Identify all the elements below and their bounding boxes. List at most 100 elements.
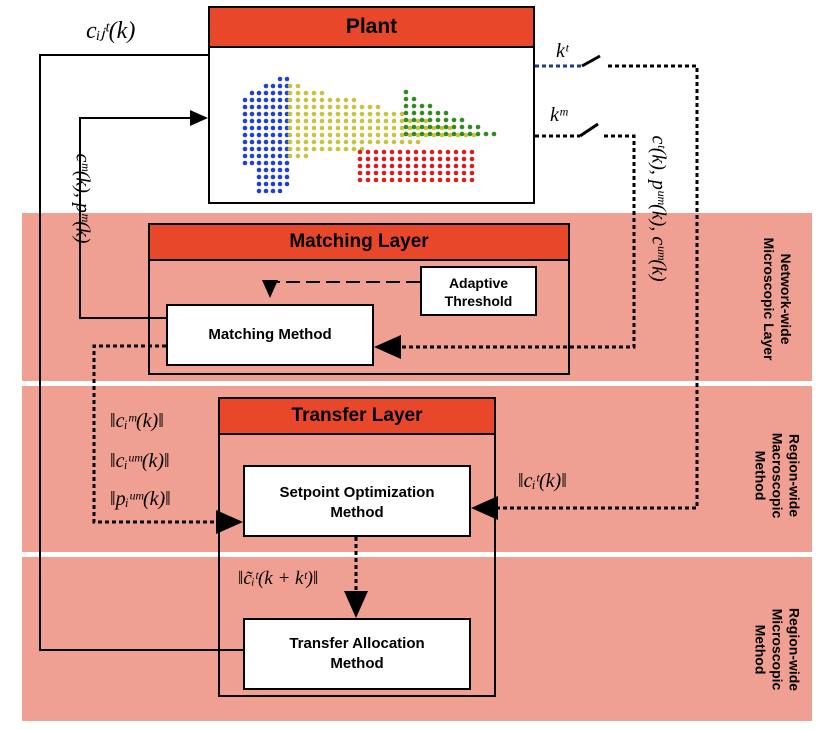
map-dot-red [421, 156, 427, 162]
map-dot-blue [256, 174, 262, 180]
map-dot-blue [263, 174, 269, 180]
map-dot-yellow [383, 125, 389, 131]
matching-method-box: Matching Method [166, 304, 374, 366]
map-dot-red [469, 156, 475, 162]
map-dot-red [365, 163, 371, 169]
map-dot-yellow [327, 125, 333, 131]
map-dot-yellow [375, 132, 381, 138]
map-dot-blue [277, 174, 283, 180]
map-dot-yellow [399, 118, 405, 124]
map-dot-blue [263, 181, 269, 187]
map-dot-yellow [319, 90, 325, 96]
map-dot-red [397, 177, 403, 183]
map-dot-red [445, 149, 451, 155]
map-dot-yellow [367, 132, 373, 138]
map-dot-yellow [287, 90, 293, 96]
map-dot-yellow [439, 125, 445, 131]
setpoint-label-2: Method [330, 504, 384, 521]
map-dot-red [429, 156, 435, 162]
line-km-to-matching [374, 134, 636, 359]
label-k-t: kᵗ [556, 40, 569, 62]
map-dot-blue [242, 153, 248, 159]
label-norm-c-t: ‖cᵢᵗ(k)‖ [518, 470, 567, 492]
map-dot-red [437, 170, 443, 176]
adaptive-threshold-label-1: Adaptive [448, 275, 509, 291]
map-dot-yellow [351, 125, 357, 131]
map-dot-blue [263, 125, 269, 131]
map-dot-yellow [287, 139, 293, 145]
label-norm-c-m: ‖cᵢᵐ(k)‖ [110, 410, 164, 432]
map-dot-yellow [423, 118, 429, 124]
label-norm-c-um: ‖cᵢᵘᵐ(k)‖ [110, 450, 170, 472]
map-dot-blue [256, 160, 262, 166]
map-dot-red [373, 170, 379, 176]
map-dot-blue [270, 167, 276, 173]
map-dot-yellow [303, 146, 309, 152]
map-dot-yellow [287, 153, 293, 159]
map-dot-red [365, 177, 371, 183]
map-dot-red [429, 149, 435, 155]
map-dot-red [381, 177, 387, 183]
map-dot-red [453, 170, 459, 176]
map-dot-blue [263, 167, 269, 173]
map-dot-yellow [399, 132, 405, 138]
map-dot-red [405, 156, 411, 162]
map-dot-red [357, 163, 363, 169]
map-dot-yellow [287, 111, 293, 117]
map-dot-red [437, 163, 443, 169]
map-dot-yellow [343, 125, 349, 131]
map-dot-blue [270, 146, 276, 152]
map-dot-green [411, 103, 417, 109]
map-dot-blue [256, 146, 262, 152]
map-dot-blue [242, 139, 248, 145]
map-dot-yellow [295, 139, 301, 145]
map-dot-yellow [383, 132, 389, 138]
map-dot-blue [242, 125, 248, 131]
map-dot-green [411, 124, 417, 130]
map-dot-green [451, 117, 457, 123]
map-dot-yellow [303, 139, 309, 145]
transfer-layer-container: Transfer Layer [218, 397, 496, 697]
map-dot-yellow [311, 90, 317, 96]
map-dot-yellow [287, 146, 293, 152]
map-dot-yellow [311, 139, 317, 145]
map-dot-yellow [407, 118, 413, 124]
map-dot-blue [284, 174, 290, 180]
map-dot-yellow [335, 111, 341, 117]
map-dot-yellow [295, 118, 301, 124]
map-dot-yellow [447, 132, 453, 138]
map-dot-yellow [359, 111, 365, 117]
map-dot-red [397, 156, 403, 162]
map-dot-green [411, 117, 417, 123]
map-dot-green [419, 131, 425, 137]
map-dot-blue [277, 188, 283, 194]
setpoint-optimization-box: Setpoint Optimization Method [243, 465, 471, 537]
map-dot-red [421, 163, 427, 169]
map-dot-yellow [311, 104, 317, 110]
map-dot-yellow [311, 132, 317, 138]
map-dot-red [389, 149, 395, 155]
map-dot-yellow [343, 104, 349, 110]
map-dot-yellow [367, 125, 373, 131]
map-dot-blue [256, 132, 262, 138]
map-dot-red [373, 149, 379, 155]
map-dot-yellow [351, 132, 357, 138]
map-dot-yellow [375, 104, 381, 110]
map-dot-yellow [367, 118, 373, 124]
map-dot-red [421, 177, 427, 183]
map-dot-blue [256, 111, 262, 117]
map-dot-green [419, 124, 425, 130]
allocation-label-1: Transfer Allocation [289, 635, 425, 652]
map-dot-blue [277, 125, 283, 131]
matching-layer-title: Matching Layer [150, 225, 568, 261]
map-dot-green [443, 131, 449, 137]
map-dot-yellow [367, 104, 373, 110]
map-dot-yellow [343, 139, 349, 145]
map-dot-yellow [335, 146, 341, 152]
map-dot-yellow [311, 125, 317, 131]
map-dot-red [461, 149, 467, 155]
map-dot-yellow [391, 132, 397, 138]
map-dot-yellow [319, 111, 325, 117]
map-dot-yellow [295, 111, 301, 117]
